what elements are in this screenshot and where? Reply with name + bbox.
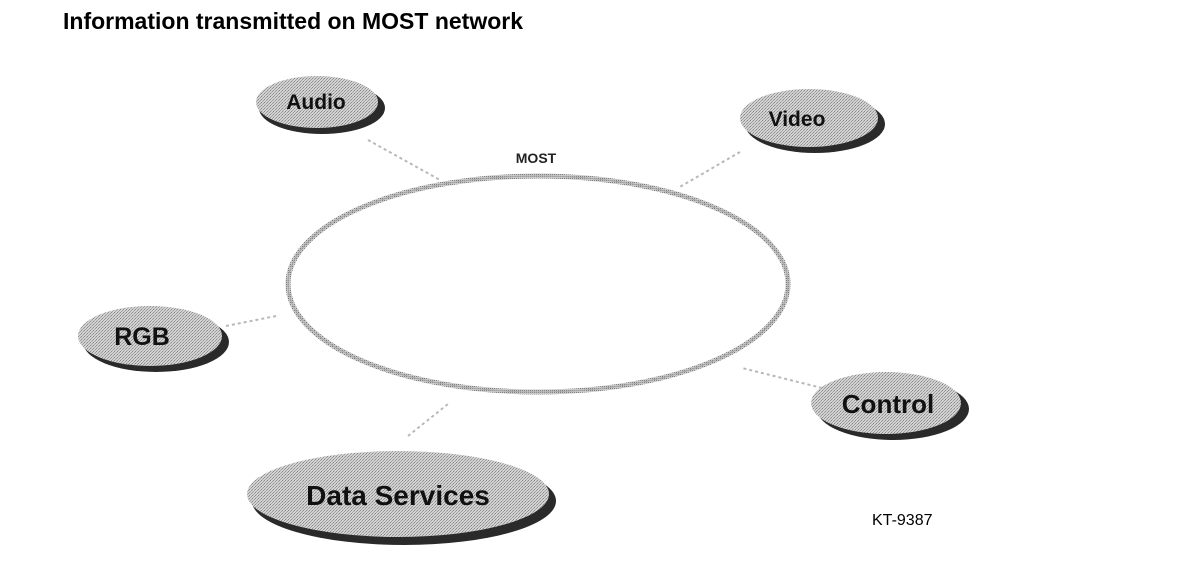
node-control-label: Control xyxy=(842,389,934,419)
node-audio: Audio xyxy=(256,76,385,134)
network-label: MOST xyxy=(516,150,557,166)
node-audio-label: Audio xyxy=(286,91,345,114)
connector-video xyxy=(677,151,741,189)
connector-rgb xyxy=(225,315,277,327)
most-ring xyxy=(285,173,791,395)
reference-code: KT-9387 xyxy=(872,512,933,529)
node-rgb-label: RGB xyxy=(114,323,170,351)
connectors xyxy=(225,139,823,437)
page-title: Information transmitted on MOST network xyxy=(63,8,524,34)
connector-data-services xyxy=(407,403,449,437)
connector-control xyxy=(741,367,823,389)
node-control: Control xyxy=(811,372,969,440)
node-video: Video xyxy=(740,89,885,153)
connector-audio xyxy=(367,139,441,181)
node-data-services-label: Data Services xyxy=(306,480,490,511)
node-video-label: Video xyxy=(769,108,826,131)
node-data-services: Data Services xyxy=(247,451,556,545)
node-rgb: RGB xyxy=(78,306,229,372)
